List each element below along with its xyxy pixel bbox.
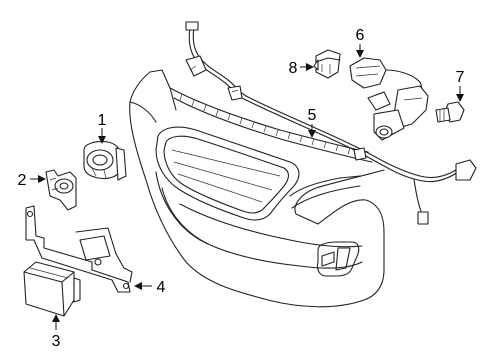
callout-2: 2 — [18, 172, 27, 189]
bolt — [435, 101, 465, 123]
callout-6: 6 — [356, 27, 365, 44]
wiring-harness — [185, 21, 477, 225]
callout-1: 1 — [98, 112, 107, 129]
sensor-retainer — [45, 169, 77, 211]
leader-lines — [30, 44, 464, 330]
control-module — [23, 261, 81, 317]
front-camera — [349, 57, 429, 141]
callout-3: 3 — [52, 333, 61, 350]
bumper-cover — [129, 69, 385, 308]
callout-4: 4 — [157, 279, 166, 296]
clip — [313, 49, 341, 79]
callout-7: 7 — [456, 69, 465, 86]
mounting-bracket — [25, 205, 133, 293]
callout-5: 5 — [308, 107, 317, 124]
parking-sensor — [83, 140, 127, 181]
callout-8: 8 — [289, 60, 298, 77]
callouts: 1 2 3 4 5 6 7 8 — [18, 27, 465, 350]
